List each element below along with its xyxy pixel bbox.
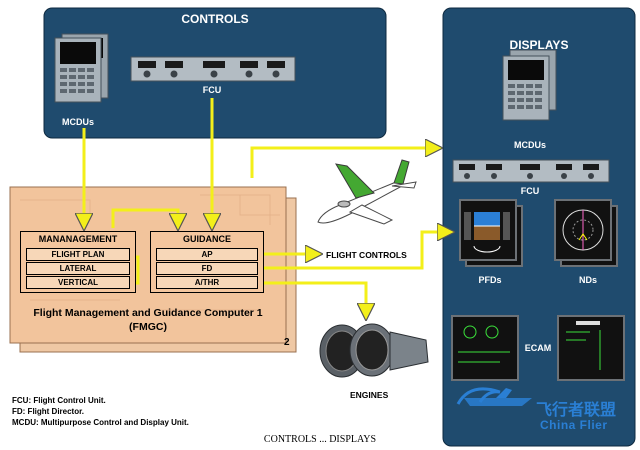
displays-fcu-icon bbox=[452, 159, 610, 183]
management-heading: MANANAGEMENT bbox=[38, 234, 118, 244]
figure-caption: CONTROLS ... DISPLAYS bbox=[263, 434, 377, 445]
controls-fcu-icon bbox=[130, 56, 296, 82]
guidance-item-ap: AP bbox=[156, 248, 258, 261]
legend-mcdu: MCDU: Multipurpose Control and Display U… bbox=[12, 418, 189, 427]
watermark-chinese: 飞行者联盟 bbox=[536, 402, 617, 419]
controls-mcdu-icon bbox=[54, 33, 109, 103]
management-item-vertical: VERTICAL bbox=[26, 276, 130, 289]
management-item-flight-plan: FLIGHT PLAN bbox=[26, 248, 130, 261]
displays-title: DISPLAYS bbox=[509, 38, 569, 52]
watermark-logo-icon bbox=[456, 387, 532, 406]
airplane-icon bbox=[317, 159, 417, 225]
displays-pfd-label: PFDs bbox=[478, 275, 502, 285]
watermark-english: China Flier bbox=[540, 418, 608, 432]
management-item-lateral: LATERAL bbox=[26, 262, 130, 275]
displays-ecam-label: ECAM bbox=[524, 343, 552, 353]
controls-fcu-label: FCU bbox=[202, 85, 222, 95]
fmgc-unit-2-label: 2 bbox=[284, 337, 290, 348]
controls-title: CONTROLS bbox=[181, 12, 249, 26]
controls-mcdu-label: MCDUs bbox=[61, 117, 94, 127]
fmgc-title: Flight Management and Guidance Computer … bbox=[33, 307, 263, 319]
guidance-heading: GUIDANCE bbox=[182, 234, 231, 244]
displays-mcdu-icon bbox=[502, 49, 557, 121]
legend-fd: FD: Flight Director. bbox=[12, 407, 84, 416]
nd-screens-icon bbox=[554, 199, 618, 267]
ecam-screens-icon bbox=[451, 315, 625, 381]
displays-nd-label: NDs bbox=[578, 275, 597, 285]
flight-controls-label: FLIGHT CONTROLS bbox=[326, 250, 407, 260]
guidance-item-athr: A/THR bbox=[156, 276, 258, 289]
guidance-item-fd: FD bbox=[156, 262, 258, 275]
displays-mcdu-label: MCDUs bbox=[513, 140, 546, 150]
engines-label: ENGINES bbox=[350, 390, 389, 400]
legend-fcu: FCU: Flight Control Unit. bbox=[12, 396, 106, 405]
engines-icon bbox=[319, 323, 429, 378]
fmgc-subtitle: (FMGC) bbox=[129, 321, 167, 333]
pfd-screens-icon bbox=[459, 199, 523, 267]
displays-fcu-label: FCU bbox=[520, 186, 540, 196]
